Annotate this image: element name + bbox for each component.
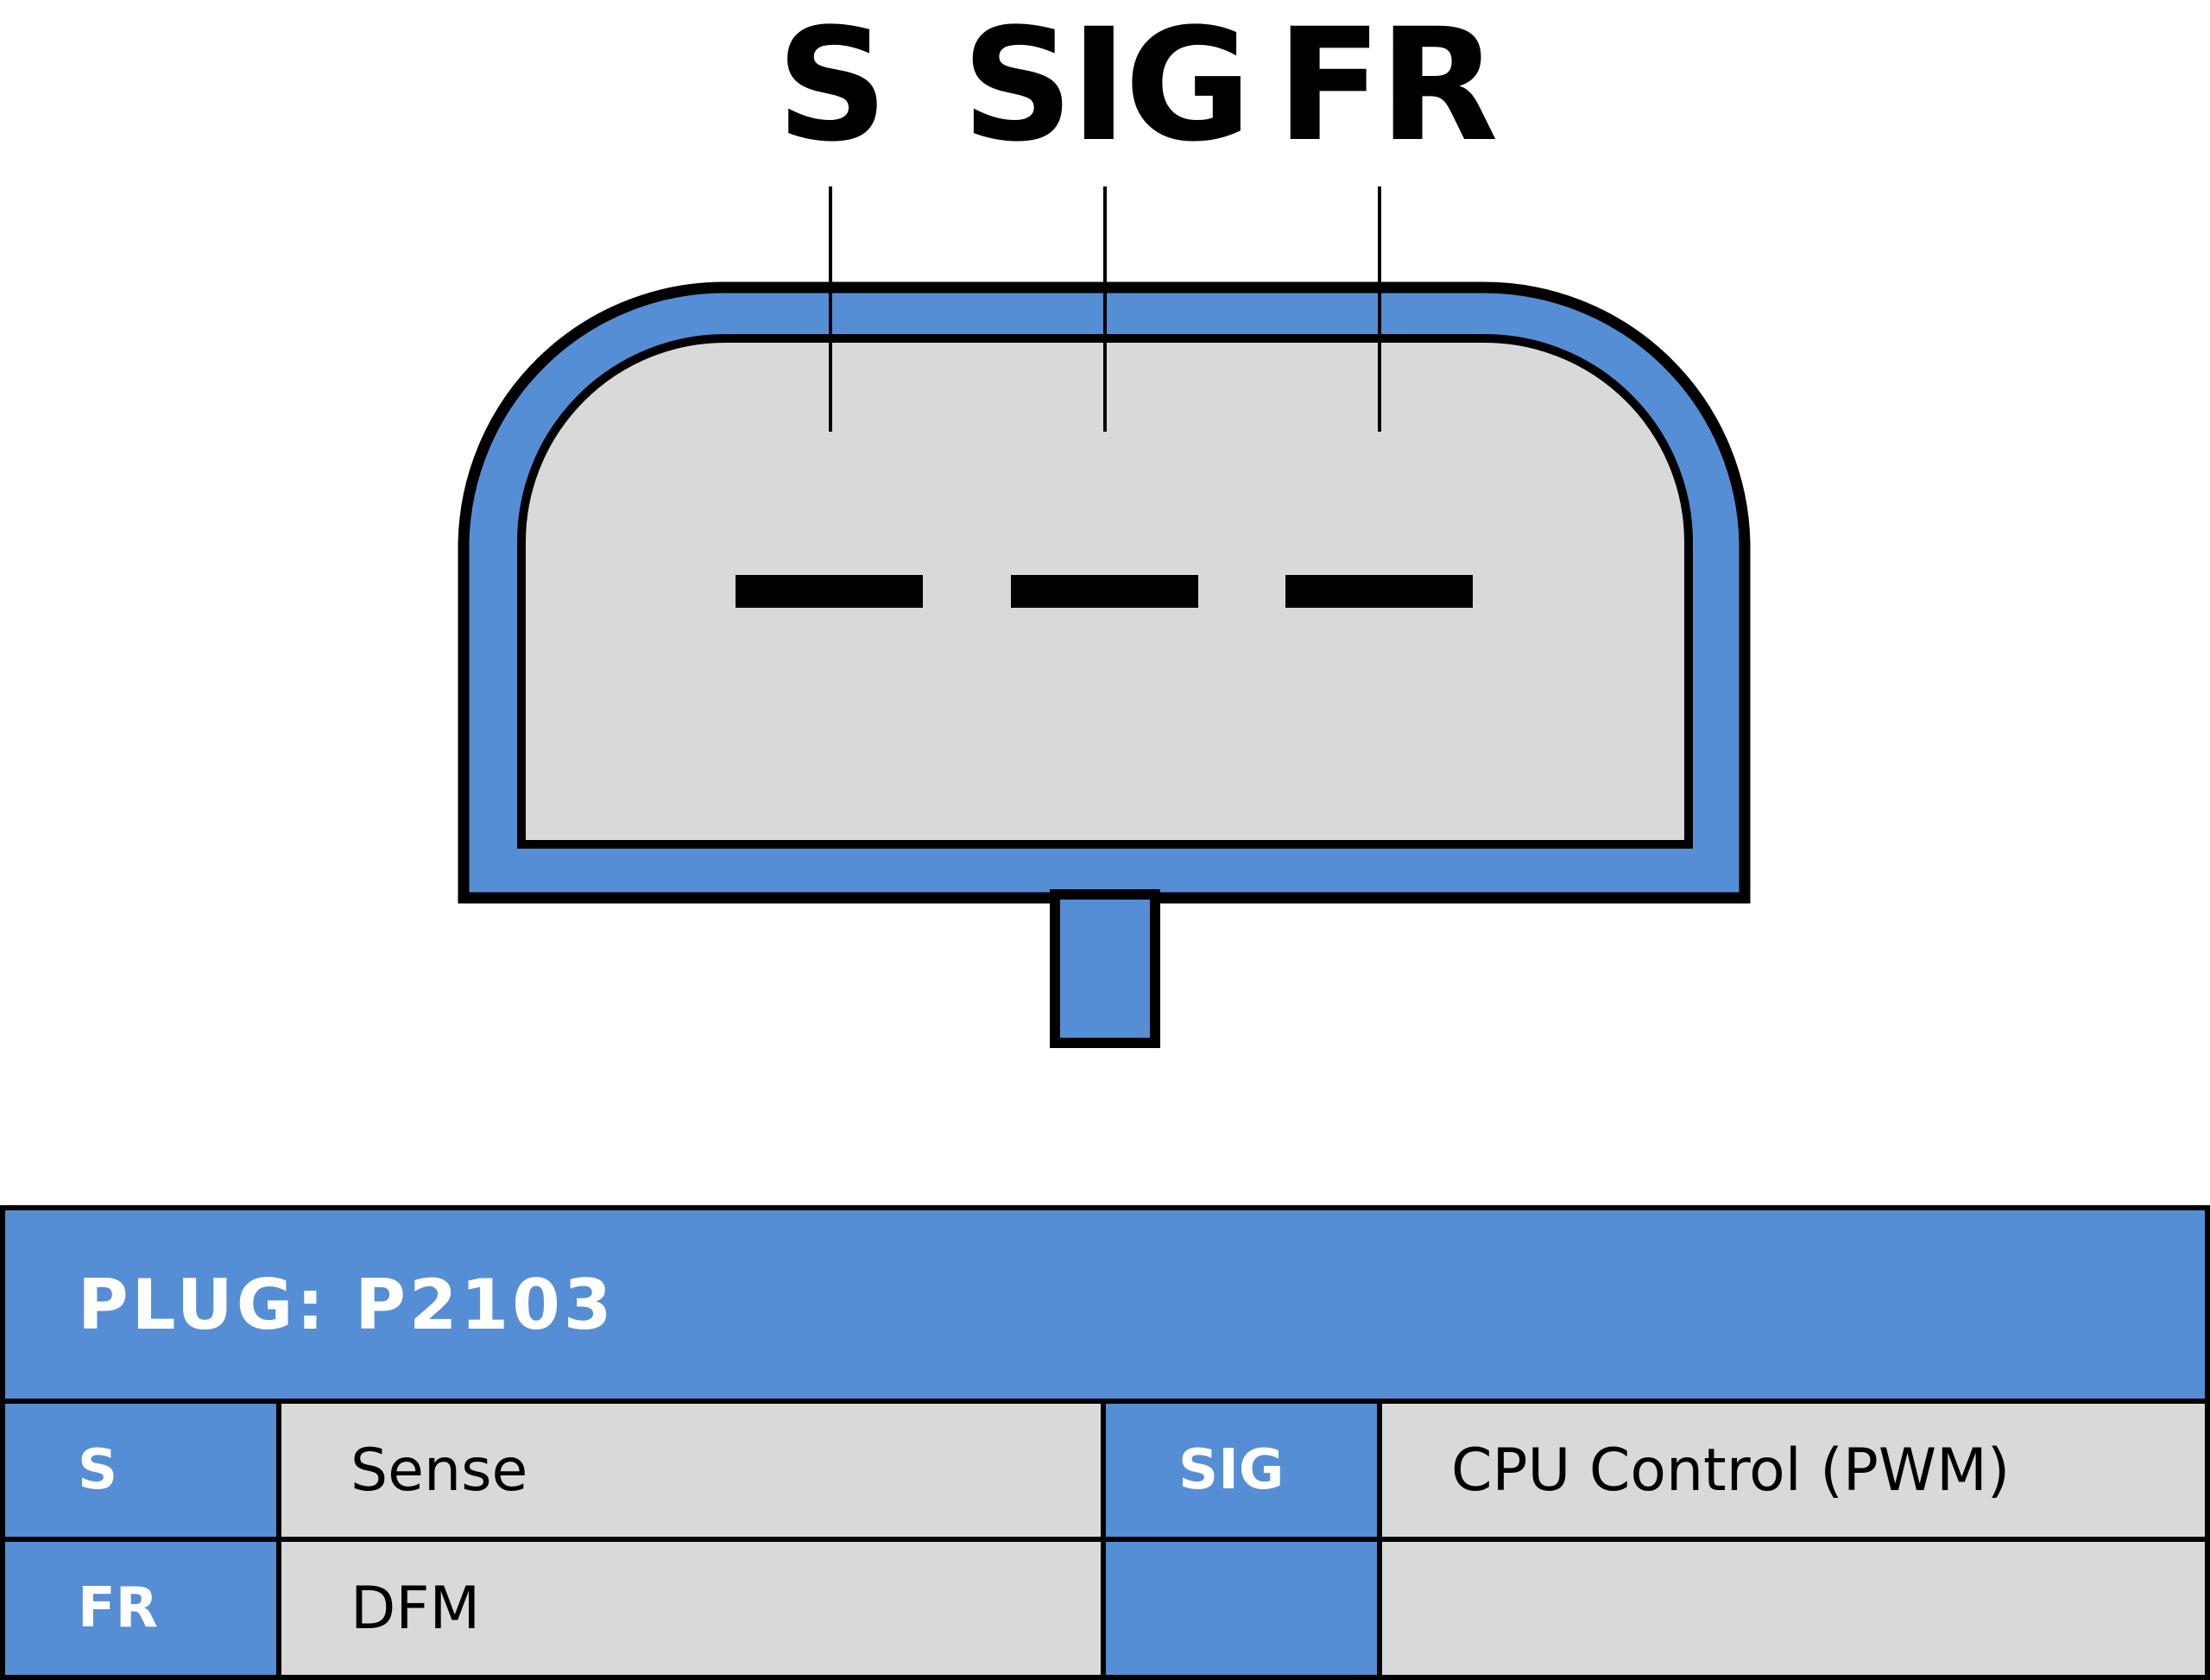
desc-cell: DFM xyxy=(276,1537,1106,1680)
pin-label-s: S xyxy=(776,0,888,176)
pin-fr xyxy=(1285,575,1473,608)
pin-label-fr: FR xyxy=(1276,0,1499,176)
desc-cell: CPU Control (PWM) xyxy=(1377,1399,2210,1542)
table-title: PLUG: P2103 xyxy=(0,1205,2210,1404)
connector-diagram xyxy=(458,186,1751,1048)
pin-cell: SIG xyxy=(1101,1399,1382,1542)
pin-label-sig: SIG xyxy=(961,0,1252,176)
pin-cell: FR xyxy=(0,1537,281,1680)
pin-s xyxy=(736,575,923,608)
desc-cell: Sense xyxy=(276,1399,1106,1542)
pin-cell: S xyxy=(0,1399,281,1542)
desc-cell xyxy=(1377,1537,2210,1680)
pin-sig xyxy=(1011,575,1198,608)
pin-cell xyxy=(1101,1537,1382,1680)
connector-tab xyxy=(1050,889,1160,1048)
